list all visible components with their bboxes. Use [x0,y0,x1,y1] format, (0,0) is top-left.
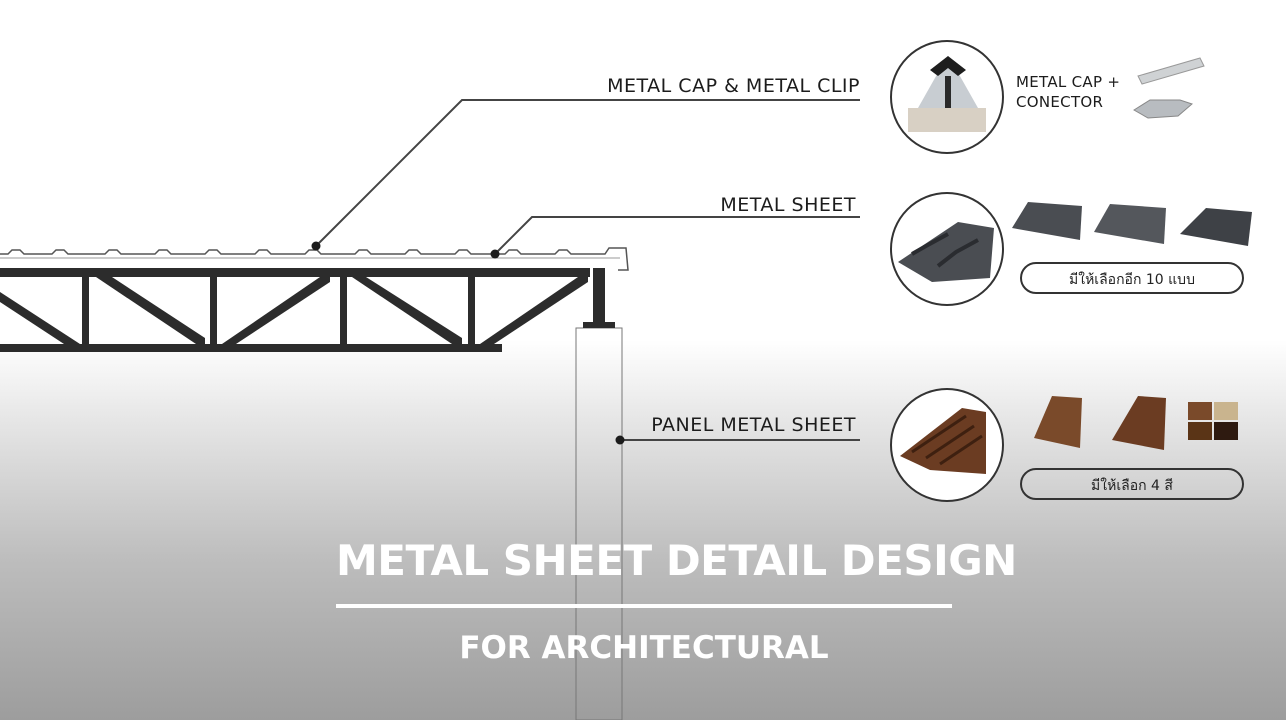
steel-truss [0,268,590,352]
panel-detail-circle [890,388,1004,502]
roof-sheet [0,247,629,271]
label-cap-connector: METAL CAP + CONECTOR [1016,73,1121,111]
sheet-profile-icons [1012,202,1252,246]
panel-colors-badge: มีให้เลือก 4 สี [1020,468,1244,500]
color-swatch [1188,422,1212,440]
pointer-dot-panel [615,435,625,445]
cap-detail-circle [890,40,1004,154]
sheet-detail-circle [890,192,1004,306]
label-metal-sheet: METAL SHEET [720,194,856,216]
cap-and-connector-icon [1133,57,1205,119]
pointer-dot-sheet [490,249,500,259]
color-swatches [1188,402,1238,440]
column-post [593,268,605,322]
sheet-options-badge: มีให้เลือกอีก 10 แบบ [1020,262,1244,294]
sub-title: FOR ARCHITECTURAL [459,630,829,666]
color-swatch [1214,402,1238,420]
leader-lines [315,99,860,441]
color-swatch [1188,402,1212,420]
title-divider [336,604,952,608]
color-swatch [1214,422,1238,440]
label-cap-clip: METAL CAP & METAL CLIP [607,75,860,97]
label-panel-sheet: PANEL METAL SHEET [651,414,856,436]
pointer-dot-cap [311,241,321,251]
main-title: METAL SHEET DETAIL DESIGN [336,536,1017,585]
panel-profile-icons [1034,396,1166,450]
column-cap-plate [583,322,615,328]
